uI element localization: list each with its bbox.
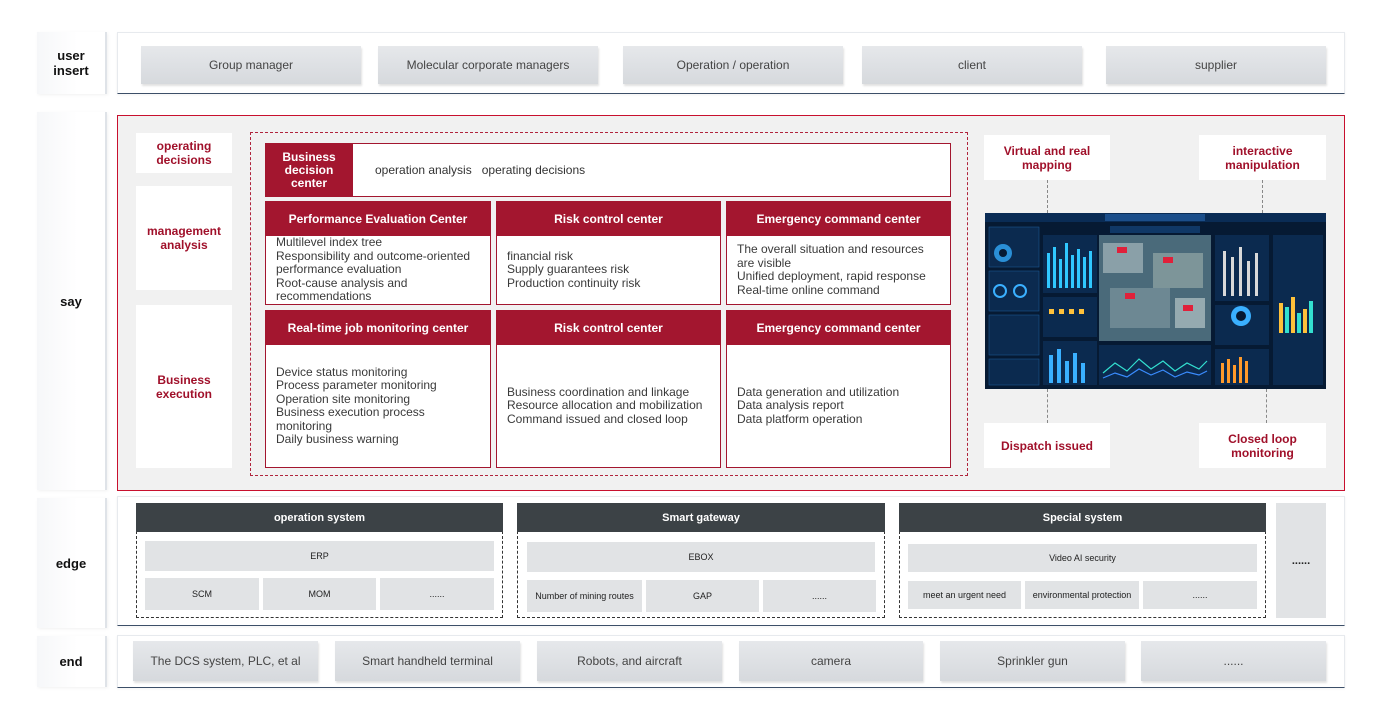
- left-label-operating-decisions: operating decisions: [136, 133, 232, 173]
- edge-item: EBOX: [527, 542, 875, 572]
- edge-item: ......: [1143, 581, 1257, 609]
- end-item: camera: [739, 641, 923, 681]
- card-realtime-job-monitoring: Real-time job monitoring center Device s…: [265, 310, 491, 468]
- card-title: Emergency command center: [727, 202, 950, 236]
- card-line: Responsibility and outcome-oriented perf…: [276, 248, 471, 277]
- card-risk-control-2: Risk control center Business coordinatio…: [496, 310, 721, 468]
- end-item: The DCS system, PLC, et al: [133, 641, 318, 681]
- card-line: Command issued and closed loop: [507, 411, 688, 426]
- card-line: Real-time online command: [737, 282, 880, 297]
- edge-item: meet an urgent need: [908, 581, 1021, 609]
- card-line: Device status monitoring: [276, 364, 408, 379]
- connector-line: [1266, 389, 1267, 423]
- user-item: Operation / operation: [623, 46, 843, 84]
- edge-item: Video AI security: [908, 544, 1257, 572]
- decision-center-text: operation analysis operating decisions: [375, 163, 586, 177]
- user-item: Molecular corporate managers: [378, 46, 598, 84]
- edge-item: MOM: [263, 578, 376, 610]
- card-line: financial risk: [507, 248, 574, 263]
- card-line: Process parameter monitoring: [276, 378, 437, 392]
- end-panel: [117, 635, 1345, 688]
- card-line: Root-cause analysis and recommendations: [276, 275, 408, 304]
- card-line: Supply guarantees risk: [507, 262, 630, 277]
- center-dashed-frame: [250, 132, 968, 476]
- edge-item: SCM: [145, 578, 259, 610]
- edge-item: GAP: [646, 580, 759, 612]
- edge-item: ......: [380, 578, 494, 610]
- right-label-closed-loop-monitoring: Closed loop monitoring: [1199, 423, 1326, 468]
- card-line: Data platform operation: [737, 411, 863, 426]
- connector-line: [1047, 180, 1048, 213]
- card-line: Data generation and utilization: [737, 384, 900, 399]
- card-title: Real-time job monitoring center: [266, 311, 490, 345]
- user-item: Group manager: [141, 46, 361, 84]
- connector-line: [1047, 389, 1048, 423]
- card-emergency-command-2: Emergency command center Data generation…: [726, 310, 951, 468]
- layer-label-user: user insert: [37, 32, 107, 94]
- right-label-dispatch-issued: Dispatch issued: [984, 423, 1110, 468]
- layer-label-edge: edge: [37, 498, 107, 628]
- card-line: Daily business warning: [276, 432, 399, 446]
- card-title: Risk control center: [497, 202, 720, 236]
- card-line: Business execution process monitoring: [276, 405, 425, 433]
- card-line: The overall situation and resources are …: [737, 242, 924, 270]
- card-title: Emergency command center: [727, 311, 950, 345]
- edge-item: environmental protection: [1025, 581, 1139, 609]
- card-line: Production continuity risk: [507, 275, 641, 290]
- left-label-business-execution: Business execution: [136, 305, 232, 468]
- left-label-management-analysis: management analysis: [136, 186, 232, 290]
- command-dashboard-screenshot: [985, 213, 1326, 389]
- right-label-virtual-real-mapping: Virtual and real mapping: [984, 135, 1110, 180]
- card-title: Performance Evaluation Center: [266, 202, 490, 236]
- edge-more: ......: [1276, 503, 1326, 618]
- card-risk-control-1: Risk control center financial risk Suppl…: [496, 201, 721, 305]
- end-item: Sprinkler gun: [940, 641, 1125, 681]
- card-line: Business coordination and linkage: [507, 384, 690, 399]
- layer-label-say: say: [37, 112, 107, 490]
- card-line: Unified deployment, rapid response: [737, 269, 926, 283]
- connector-line: [1262, 180, 1263, 213]
- end-item: ......: [1141, 641, 1326, 681]
- decision-center: [265, 143, 951, 197]
- edge-group-title: operation system: [136, 503, 503, 532]
- edge-group-title: Special system: [899, 503, 1266, 532]
- user-item: supplier: [1106, 46, 1326, 84]
- card-line: Data analysis report: [737, 398, 844, 413]
- edge-group-title: Smart gateway: [517, 503, 885, 532]
- card-title: Risk control center: [497, 311, 720, 345]
- card-performance-evaluation: Performance Evaluation Center Multilevel…: [265, 201, 491, 305]
- user-item: client: [862, 46, 1082, 84]
- edge-item: ERP: [145, 541, 494, 571]
- right-label-interactive-manipulation: interactive manipulation: [1199, 135, 1326, 180]
- layer-label-end: end: [37, 636, 107, 687]
- decision-center-title: Business decision center: [265, 143, 353, 197]
- edge-item: Number of mining routes: [527, 580, 642, 612]
- card-line: Operation site monitoring: [276, 391, 411, 406]
- edge-item: ......: [763, 580, 876, 612]
- card-emergency-command-1: Emergency command center The overall sit…: [726, 201, 951, 305]
- end-item: Smart handheld terminal: [335, 641, 520, 681]
- end-item: Robots, and aircraft: [537, 641, 722, 681]
- card-line: Multilevel index tree: [276, 235, 383, 250]
- card-line: Resource allocation and mobilization: [507, 398, 703, 413]
